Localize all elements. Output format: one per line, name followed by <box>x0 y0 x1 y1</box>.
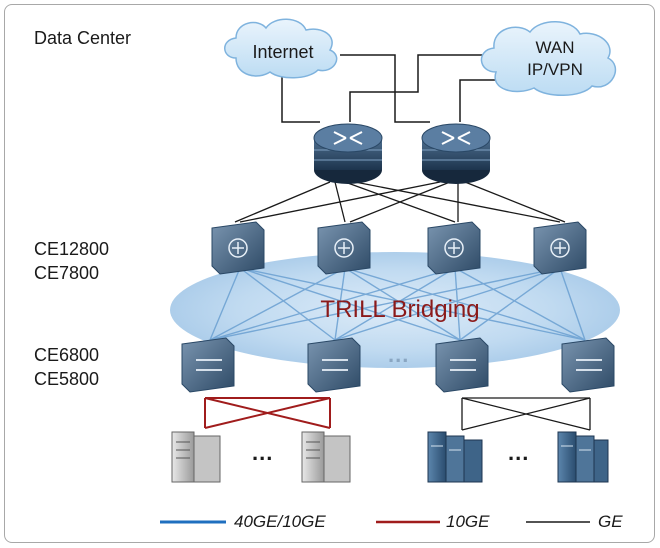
server-links-10ge <box>204 397 331 429</box>
server-links-ge <box>461 397 591 431</box>
core-switch-4 <box>533 221 587 275</box>
core-switch-1 <box>211 221 265 275</box>
internet-label: Internet <box>252 42 314 62</box>
access-switch-4 <box>561 337 615 393</box>
trill-overlay <box>170 252 620 368</box>
core-uplinks <box>234 181 566 223</box>
router-2 <box>421 123 491 184</box>
internet-router-link <box>281 70 320 123</box>
server-grey-2 <box>301 431 351 483</box>
server-ellipsis-left: ... <box>252 440 274 465</box>
trill-bridging-label: TRILL Bridging <box>320 296 480 323</box>
core-switch-3 <box>427 221 481 275</box>
access-switch-1 <box>181 337 235 393</box>
access-layer-label-1: CE6800 <box>34 345 100 365</box>
core-layer-label-2: CE7800 <box>34 263 100 283</box>
access-switch-2 <box>307 337 361 393</box>
legend-label-ge: GE <box>598 512 623 531</box>
core-layer-label-1: CE12800 <box>34 239 110 259</box>
wan-label: WAN <box>535 38 575 57</box>
access-switch-3 <box>435 337 489 393</box>
internet-router2-link <box>340 54 430 123</box>
server-grey-1 <box>171 431 221 483</box>
diagram-title: Data Center <box>34 28 132 48</box>
trill-mesh-links <box>209 267 586 341</box>
internet-cloud <box>224 18 338 79</box>
wan-router2-link <box>459 79 505 122</box>
access-layer-label-2: CE5800 <box>34 369 100 389</box>
router-1 <box>313 123 383 184</box>
server-ellipsis-right: ... <box>508 440 530 465</box>
server-blue-2 <box>557 431 609 483</box>
server-blue-1 <box>427 431 483 483</box>
legend-label-10ge: 10GE <box>446 512 490 531</box>
wan-links <box>281 54 505 123</box>
wan-router1-link <box>349 54 500 122</box>
wan-cloud <box>480 21 617 96</box>
legend-label-40ge: 40GE/10GE <box>234 512 326 531</box>
access-ellipsis: ... <box>388 342 410 367</box>
core-switch-2 <box>317 221 371 275</box>
wan-label-ipvpn: IP/VPN <box>527 60 583 79</box>
